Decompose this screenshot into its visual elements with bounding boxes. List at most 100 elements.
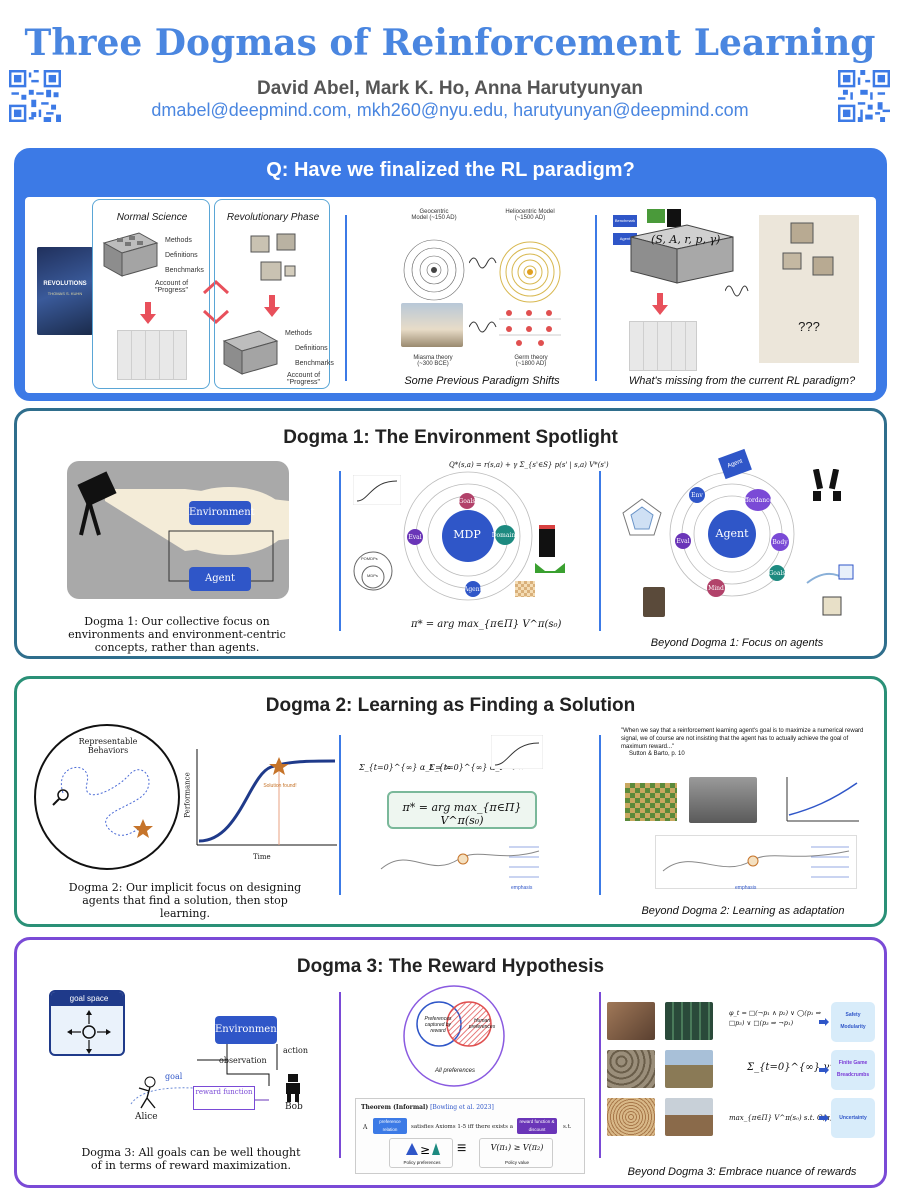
- node-domains: Domains: [492, 525, 518, 545]
- section-dogma-1: Dogma 1: The Environment Spotlight Envir…: [14, 408, 887, 659]
- down-arrow-icon: [264, 295, 280, 317]
- dogma-1-caption: Dogma 1: Our collective focus on environ…: [68, 615, 286, 654]
- goal-space-label: goal space: [51, 992, 123, 1006]
- theorem-st: s.t.: [563, 1124, 572, 1130]
- poster-title: Three Dogmas of Reinforcement Learning: [24, 22, 876, 64]
- right-arrow-icon: [819, 1066, 829, 1074]
- agent-label: Agent: [619, 236, 631, 241]
- filled-box-illustration: [222, 330, 279, 375]
- qr-code-right: [838, 70, 890, 122]
- section-paradigm-heading: Q: Have we finalized the RL paradigm?: [266, 159, 635, 181]
- step-size-condition-1: Σ_{t=0}^{∞} α_t = ∞: [359, 763, 452, 772]
- time-axis-label: Time: [253, 853, 271, 861]
- beyond-dogma-3-caption: Beyond Dogma 3: Embrace nuance of reward…: [627, 1166, 857, 1178]
- environment-box: Environment: [215, 1016, 281, 1044]
- divider: [599, 471, 601, 631]
- emphasis-label-2: emphasis: [735, 885, 757, 891]
- preferences-venn-diagram: [403, 985, 505, 1087]
- theorem-citation: [Bowling et al. 2023]: [430, 1104, 494, 1111]
- chimp-photo: [643, 587, 665, 617]
- radar-pentagon-icon: [622, 498, 662, 536]
- poster-emails: dmabel@deepmind.com, mkh260@nyu.edu, har…: [151, 100, 749, 120]
- rising-curve: [786, 777, 859, 822]
- breadcrumbs-label: Breadcrumbs: [836, 1072, 870, 1078]
- optimal-policy-equation: π* = arg max_{π∈Π} V^π(s₀): [411, 619, 562, 630]
- discounted-return: Σ_{t=0}^{∞} γ^t R_t: [747, 1062, 862, 1073]
- uncertainty-box: Uncertainty: [831, 1098, 875, 1138]
- safety-modularity-box: Safety Modularity: [831, 1002, 875, 1042]
- missing-caption: What's missing from the current RL parad…: [628, 375, 856, 387]
- mini-learning-curve: [353, 475, 401, 505]
- theorem-box: [355, 1098, 585, 1174]
- goal-space-panel: goal space: [49, 990, 125, 1056]
- temple-photo: [689, 777, 757, 823]
- revolutionary-phase-panel: Revolutionary Phase Methods Definitions …: [214, 199, 334, 389]
- mdp-tuple: (S, A, r, p, γ): [651, 233, 721, 246]
- benchmark-card: Benchmark: [613, 215, 637, 227]
- miasma-painting: [401, 303, 463, 347]
- modularity-label: Modularity: [840, 1024, 866, 1030]
- village-photo: [665, 1050, 713, 1088]
- policy-preferences-box: ≥ Policy preferences: [389, 1138, 453, 1168]
- dogma-2-caption: Dogma 2: Our implicit focus on designing…: [68, 881, 302, 920]
- label-methods-2: Methods: [285, 330, 312, 337]
- section-paradigm: Q: Have we finalized the RL paradigm? RE…: [14, 148, 887, 401]
- quote-source: Sutton & Barto, p. 10: [629, 751, 685, 757]
- house-photo: [665, 1098, 713, 1136]
- reward-function-label: reward function: [195, 1088, 253, 1096]
- theorem-title: Theorem (Informal) [Bowling et al. 2023]: [361, 1104, 494, 1111]
- theorem-text: satisfies Axioms 1-5 iff there exists a: [411, 1124, 513, 1130]
- equivalence-icon: ≡: [457, 1140, 467, 1157]
- puzzle-illustration: [117, 330, 187, 380]
- node-eval: Eval: [407, 529, 423, 545]
- game-thumbnail: [647, 209, 665, 223]
- germ-theory-icon: [499, 310, 561, 346]
- behavior-space-diagram: [34, 724, 180, 870]
- dogma-2-heading: Dogma 2: Learning as Finding a Solution: [265, 695, 636, 716]
- scattered-blocks-illustration: [250, 233, 296, 281]
- game-thumbnail: [667, 209, 681, 227]
- finite-game-label: Finite Game: [838, 1060, 868, 1066]
- solution-found-label: Solution found!: [263, 783, 297, 789]
- qr-code-left: [9, 70, 61, 122]
- action-label: action: [283, 1046, 308, 1055]
- optimal-policy-equation: π* = arg max_{π∈Π} V^π(s₀): [402, 801, 522, 827]
- spotlight-panel: Environment Agent: [67, 461, 289, 599]
- node-mind: Mind: [707, 579, 725, 597]
- germ-label: Germ theory (~1800 AD): [514, 355, 548, 367]
- finite-game-box: Finite Game Breadcrumbs: [831, 1050, 875, 1090]
- policy-preferences-label: Policy preferences: [403, 1160, 441, 1165]
- adaptation-diagram-frame: [655, 835, 857, 889]
- beyond-dogma-2-caption: Beyond Dogma 2: Learning as adaptation: [641, 905, 845, 917]
- svg-text:≥: ≥: [420, 1143, 430, 1157]
- puzzle-illustration: [629, 321, 697, 371]
- goal-label: goal: [165, 1072, 183, 1081]
- reward-discount-pill: reward function & discount: [517, 1118, 557, 1134]
- node-agent: Agent: [464, 581, 482, 597]
- revolutionary-phase-label: Revolutionary Phase: [226, 212, 320, 223]
- chess-thumbnail: [515, 581, 535, 597]
- miasma-label: Miasma theory (~300 BCE): [413, 355, 453, 367]
- geocentric-label: Geocentric Model (~150 AD): [411, 209, 457, 221]
- policy-equation-box: [387, 791, 537, 829]
- divider: [345, 215, 347, 381]
- cycle-arrows-icon: [202, 279, 230, 325]
- divider: [339, 735, 341, 895]
- bob-robot-icon: [286, 1074, 300, 1102]
- bellman-equation: Q*(s,a) = r(s,a) + γ Σ_{s'∈S} p(s' | s,a…: [449, 461, 609, 469]
- squiggle-arrow-icon: [469, 257, 497, 269]
- bob-label: Bob: [285, 1102, 303, 1112]
- book-author: THOMAS S. KUHN: [47, 291, 83, 296]
- mdp-label: MDP: [453, 528, 481, 541]
- label-benchmarks-2: Benchmarks: [295, 360, 334, 367]
- kuhn-book-cover: REVOLUTIONS THOMAS S. KUHN: [37, 247, 93, 335]
- policy-value-box: V(π₁) ≥ V(π₂) Policy value: [479, 1138, 553, 1168]
- normal-science-label: Normal Science: [116, 212, 188, 223]
- ltl-formula: φ_t = □(¬p₁ ∧ p₂) ∨ ◯(p₁ ⇒ □p₃) ∨ □(p₃ ⇒…: [729, 1009, 822, 1027]
- scattered-blocks-illustration: [782, 222, 834, 276]
- learning-flow-diagram: [380, 846, 540, 878]
- safety-label: Safety: [845, 1012, 861, 1018]
- alice-label: Alice: [135, 1112, 158, 1122]
- stone-wall-photo: [607, 1050, 655, 1088]
- label-methods: Methods: [165, 237, 192, 244]
